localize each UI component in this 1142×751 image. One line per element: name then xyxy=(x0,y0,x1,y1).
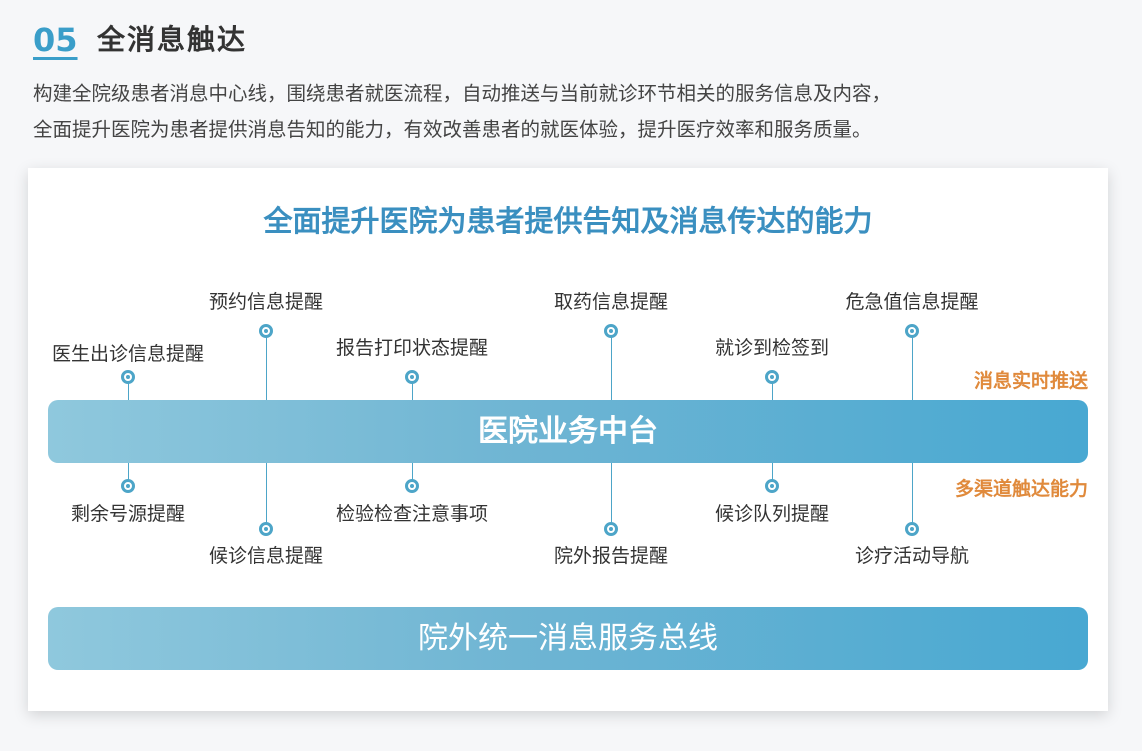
section-title: 全消息触达 xyxy=(97,23,248,56)
push-label: 消息实时推送 xyxy=(973,370,1088,392)
reach-label: 多渠道触达能力 xyxy=(954,478,1088,500)
top-item-label: 就诊到检签到 xyxy=(714,337,830,359)
top-item-label: 取药信息提醒 xyxy=(553,291,669,313)
business-platform-bar: 医院业务中台 xyxy=(48,400,1088,463)
section-intro: 构建全院级患者消息中心线，围绕患者就医流程，自动推送与当前就诊环节相关的服务信息… xyxy=(33,76,1113,148)
top-item-label: 预约信息提醒 xyxy=(208,291,324,313)
timeline-dot xyxy=(765,370,779,384)
timeline-dot xyxy=(604,522,618,536)
diagram-title: 全面提升医院为患者提供告知及消息传达的能力 xyxy=(263,204,873,238)
bottom-item-label: 候诊队列提醒 xyxy=(714,503,830,525)
top-item-label: 危急值信息提醒 xyxy=(845,291,979,313)
timeline-dot xyxy=(604,324,618,338)
timeline-dot xyxy=(905,522,919,536)
bottom-item-label: 诊疗活动导航 xyxy=(854,545,970,567)
timeline-dot xyxy=(259,522,273,536)
intro-line: 构建全院级患者消息中心线，围绕患者就医流程，自动推送与当前就诊环节相关的服务信息… xyxy=(33,82,892,105)
bottom-item-label: 候诊信息提醒 xyxy=(208,545,324,567)
timeline-dot xyxy=(121,370,135,384)
top-item-label: 医生出诊信息提醒 xyxy=(51,343,205,365)
timeline-dot xyxy=(259,324,273,338)
timeline-dot xyxy=(121,479,135,493)
timeline-dot xyxy=(905,324,919,338)
bottom-item-label: 检验检查注意事项 xyxy=(335,503,489,525)
top-item-label: 报告打印状态提醒 xyxy=(335,337,489,359)
diagram-card: 全面提升医院为患者提供告知及消息传达的能力 医生出诊信息提醒 预约信息提醒 报告… xyxy=(28,168,1108,711)
section-number: 05 xyxy=(33,21,78,59)
timeline-dot xyxy=(405,370,419,384)
intro-line: 全面提升医院为患者提供消息告知的能力，有效改善患者的就医体验，提升医疗效率和服务… xyxy=(33,118,872,141)
bottom-item-label: 剩余号源提醒 xyxy=(70,503,186,525)
timeline-dot xyxy=(765,479,779,493)
message-bus-bar: 院外统一消息服务总线 xyxy=(48,607,1088,670)
bottom-item-label: 院外报告提醒 xyxy=(553,545,669,567)
timeline-dot xyxy=(405,479,419,493)
